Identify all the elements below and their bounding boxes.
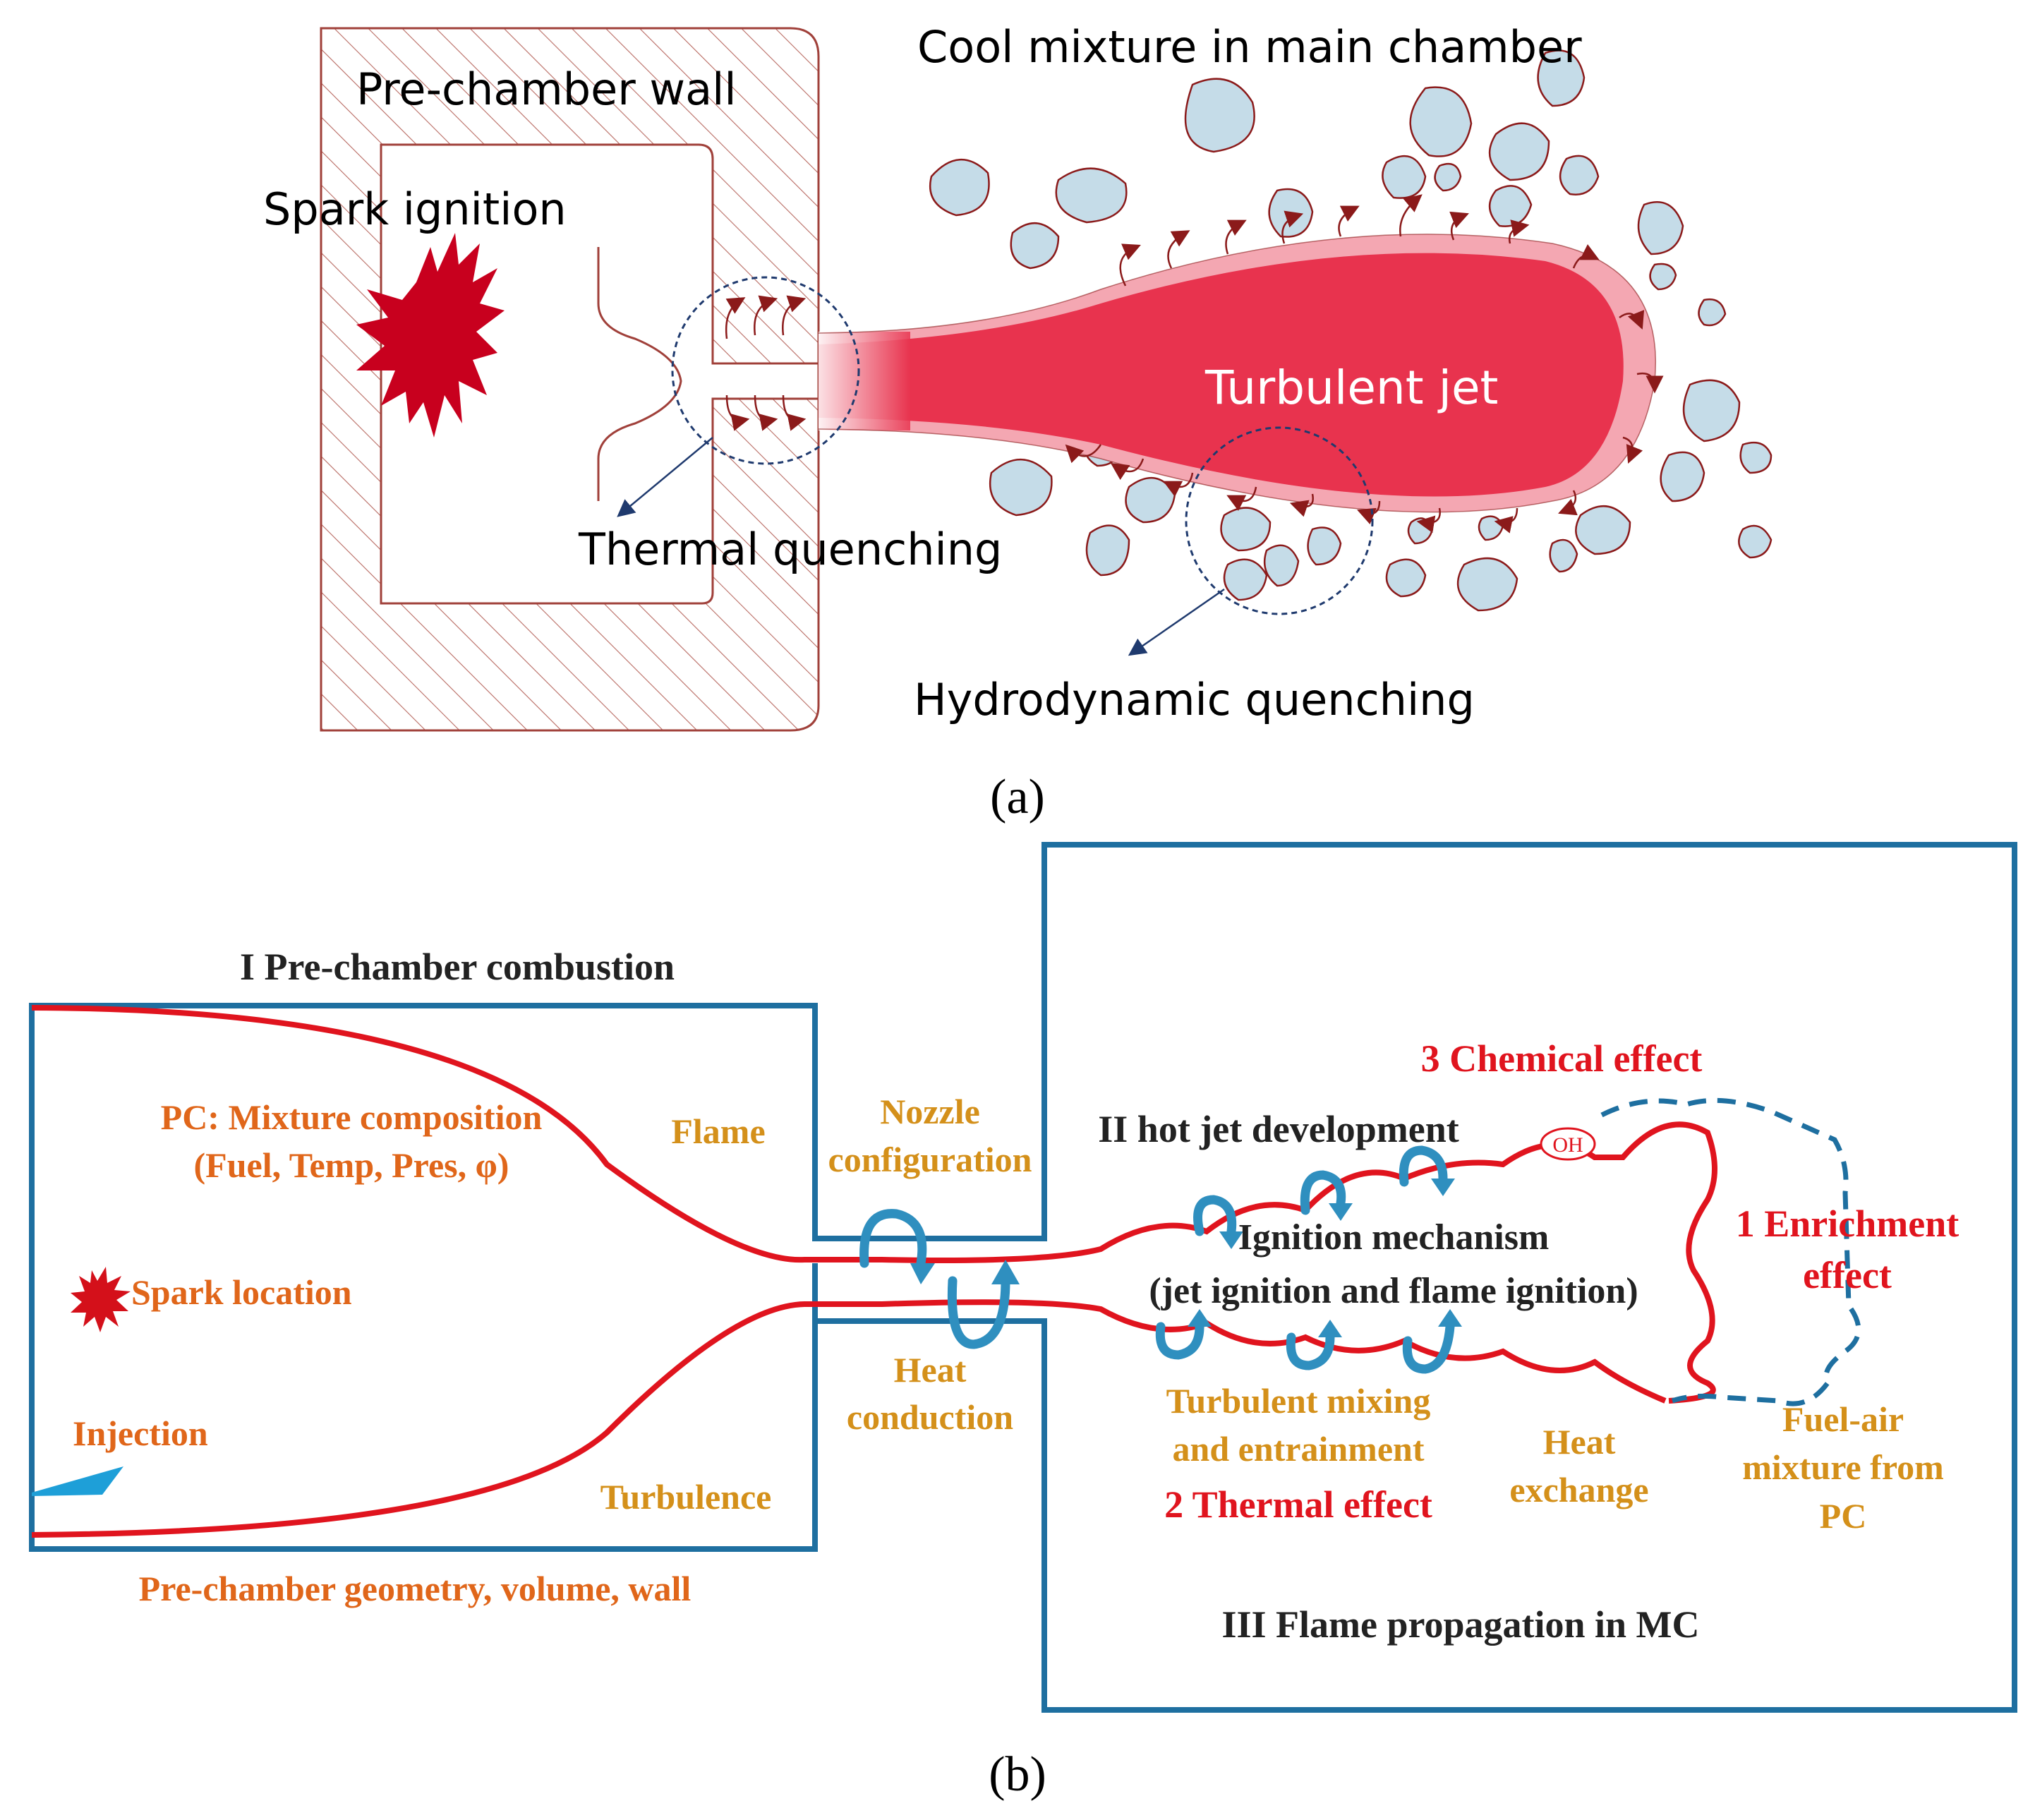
flame-front-profile	[597, 247, 682, 501]
flame-label: Flame	[671, 1111, 765, 1151]
enrichment-effect-label-2: effect	[1803, 1254, 1892, 1296]
caption-a: (a)	[990, 770, 1045, 824]
jet-core	[819, 253, 1624, 497]
swirl-arrowheads	[910, 1179, 1462, 1337]
pre-chamber-wall	[320, 27, 820, 732]
nozzle-fade	[819, 332, 910, 430]
hydro-quench-circle	[1185, 426, 1374, 615]
enrichment-effect-label-1: 1 Enrichment	[1736, 1203, 1959, 1245]
nozzle-label-2: configuration	[828, 1140, 1032, 1179]
injector-icon	[32, 1466, 123, 1496]
stage2-title: II hot jet development	[1098, 1108, 1459, 1150]
hydrodynamic-quenching-label: Hydrodynamic quenching	[914, 674, 1475, 725]
nozzle-eddies	[725, 295, 807, 431]
flame-upper-line	[31, 1005, 1717, 1404]
ignition-mechanism-label-1: Ignition mechanism	[1238, 1217, 1550, 1258]
turbulent-mixing-label-2: and entrainment	[1173, 1429, 1425, 1469]
thermal-quenching-label: Thermal quenching	[578, 524, 1002, 575]
heat-exchange-label-2: exchange	[1509, 1470, 1648, 1509]
cool-mixture-blobs	[929, 49, 1773, 612]
spark-ignition-label: Spark ignition	[263, 183, 567, 235]
turbulent-jet-label: Turbulent jet	[1204, 361, 1498, 415]
caption-b: (b)	[989, 1747, 1046, 1802]
thermal-quench-circle	[671, 276, 860, 465]
spark-burst	[356, 233, 505, 438]
stage1-title: I Pre-chamber combustion	[240, 946, 675, 988]
spark-location-icon	[71, 1267, 131, 1332]
injection-label: Injection	[73, 1414, 208, 1453]
pre-chamber-wall-label: Pre-chamber wall	[356, 64, 737, 115]
hydro-quench-arrow	[1128, 588, 1225, 656]
chemical-effect-label: 3 Chemical effect	[1421, 1037, 1703, 1080]
panel-b: OH I Pre-chamber combustion	[29, 842, 2017, 1802]
turbulent-mixing-label-1: Turbulent mixing	[1166, 1381, 1431, 1421]
panel-a: Pre-chamber wall Spark ignition Cool mix…	[263, 21, 1773, 824]
ignition-mechanism-label-2: (jet ignition and flame ignition)	[1149, 1271, 1638, 1311]
fuel-air-label-3: PC	[1820, 1496, 1867, 1536]
pc-mixture-label-2: (Fuel, Temp, Pres, φ)	[194, 1145, 509, 1185]
enrichment-dashed-boundary	[1600, 1097, 1861, 1406]
turbulence-label: Turbulence	[600, 1477, 772, 1517]
thermal-quench-arrow	[617, 437, 713, 517]
fuel-air-label-2: mixture from	[1742, 1447, 1944, 1487]
heat-conduction-label-2: conduction	[847, 1397, 1013, 1437]
pc-mixture-label-1: PC: Mixture composition	[161, 1097, 543, 1137]
flame-lower-line	[31, 1299, 1667, 1538]
nozzle-label-1: Nozzle	[880, 1092, 980, 1131]
oh-label: OH	[1552, 1133, 1583, 1157]
fuel-air-label-1: Fuel-air	[1782, 1399, 1904, 1439]
pre-chamber-box	[29, 842, 2017, 1713]
eddy-arrows	[1065, 194, 1664, 534]
thermal-effect-label: 2 Thermal effect	[1164, 1483, 1432, 1526]
oh-marker	[1540, 1127, 1596, 1161]
stage3-title: III Flame propagation in MC	[1221, 1603, 1699, 1646]
pre-chamber-geometry-label: Pre-chamber geometry, volume, wall	[139, 1569, 692, 1608]
cool-mixture-label: Cool mixture in main chamber	[917, 21, 1582, 73]
spark-location-label: Spark location	[131, 1272, 352, 1312]
heat-exchange-label-1: Heat	[1543, 1422, 1616, 1462]
heat-conduction-label-1: Heat	[894, 1350, 967, 1390]
swirl-arrows	[859, 1145, 1455, 1374]
